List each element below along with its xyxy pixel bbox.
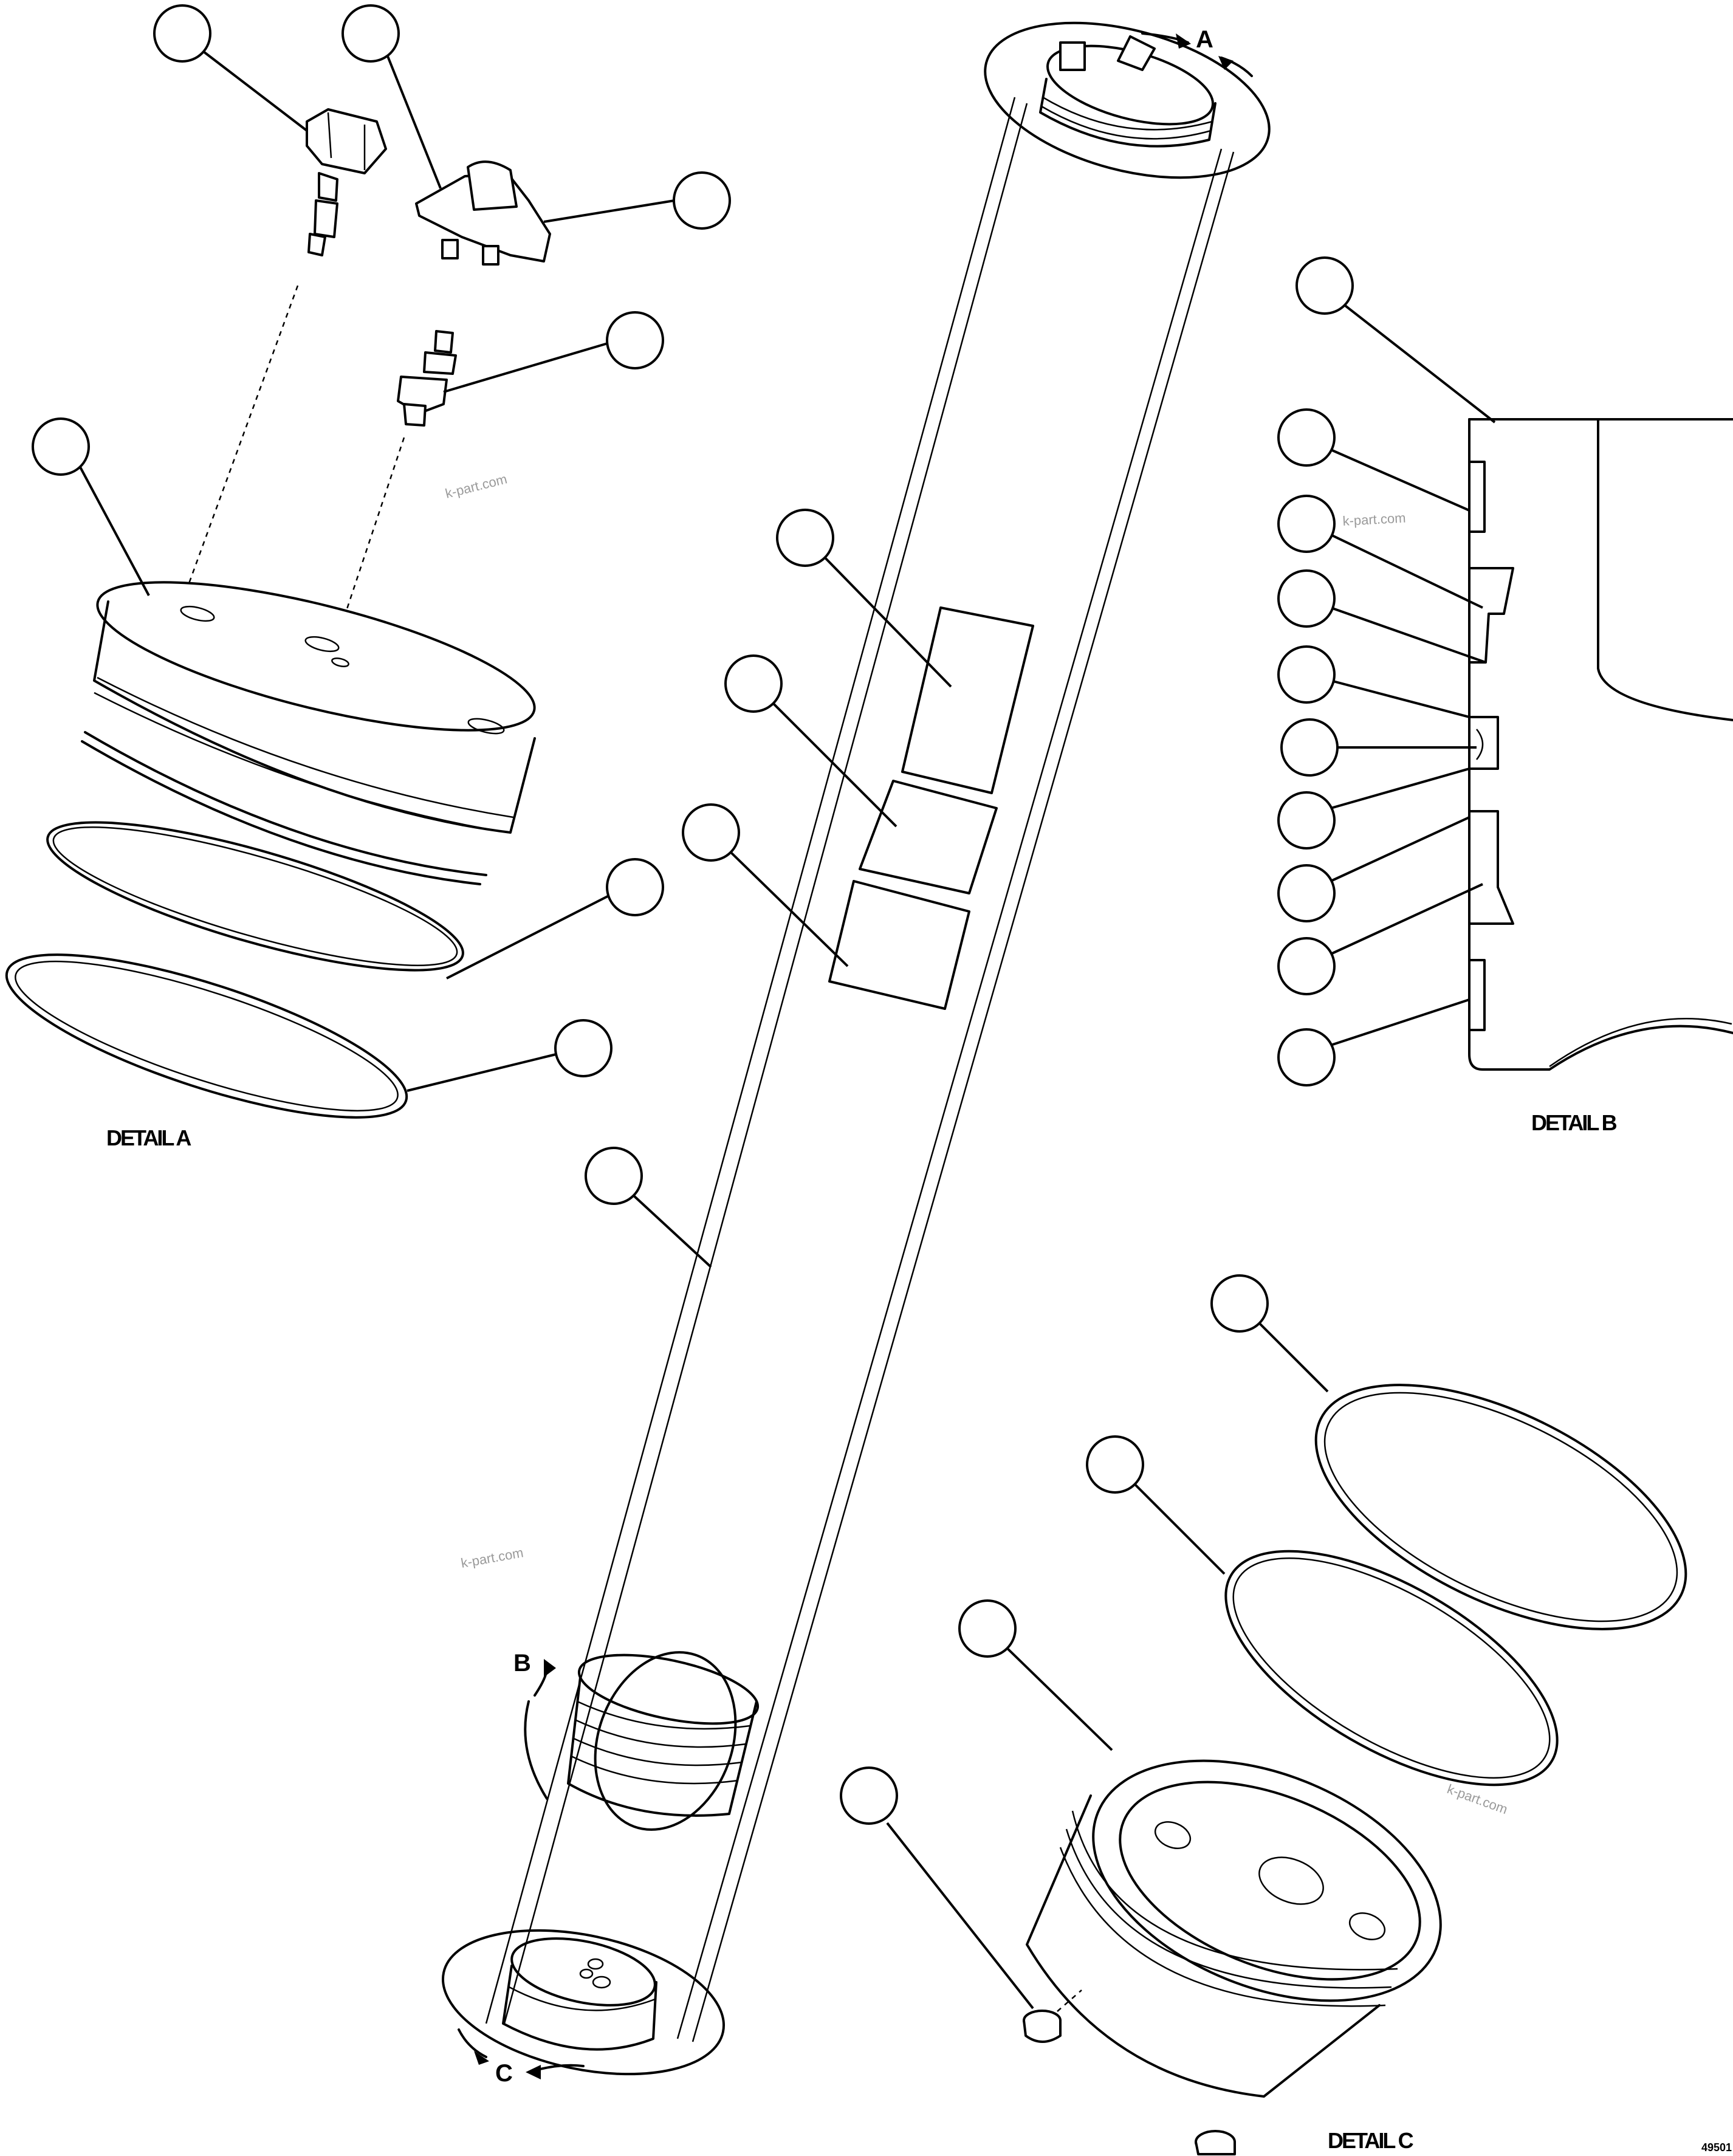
detail-a-fitting [306,108,387,256]
detail-c-label: DETAIL C [1328,2128,1414,2153]
callout-bubble [1277,791,1336,850]
tube-piston [567,1651,760,1831]
detail-c-seal-ring-large [1314,1384,1687,1630]
figure-code: 49501 [1701,2141,1732,2154]
tube-top-head [984,21,1271,179]
callout-bubble [341,4,400,63]
cylinder-tube [485,97,1235,2042]
callout-bubble [1086,1435,1144,1494]
callout-bubble [585,1147,643,1205]
detail-a-head [81,581,536,885]
detail-c-head [1026,1759,1442,2098]
detail-b-piston-section [1468,418,1733,1071]
view-marker-c: C [495,2060,513,2087]
callout-bubble [153,4,211,63]
watermark: k-part.com [444,471,509,501]
callout-bubble [958,1599,1017,1658]
view-arrow-b: B [513,1650,556,1800]
tube-decals [828,606,1034,1010]
callout-bubble [1277,569,1336,628]
detail-b-label: DETAIL B [1531,1110,1617,1135]
callout-bubble [840,1766,898,1825]
watermark: k-part.com [1445,1781,1509,1817]
callout-bubble [1277,1028,1336,1087]
callout-bubble [32,417,90,476]
callout-bubble [682,803,740,862]
callout-bubble [1210,1274,1269,1333]
callout-bubble [673,171,731,230]
callout-bubble [606,858,664,916]
view-arrow-c: C [458,2028,585,2087]
watermark: k-part.com [1342,510,1406,529]
callout-bubble [554,1019,613,1077]
detail-a-grease-fitting [397,330,457,427]
detail-a-seal-ring-small [46,821,464,972]
callout-bubble [606,311,664,369]
view-marker-b: B [513,1650,531,1677]
view-arrow-a: A [1141,26,1253,77]
watermark: k-part.com [460,1545,525,1571]
detail-a-bracket [415,160,551,266]
detail-c-seal-ring-small [1224,1550,1559,1787]
callout-bubble [724,654,783,713]
view-marker-a: A [1196,26,1213,53]
detail-c-plug-1 [1023,2010,1062,2043]
detail-c-plug-2 [1195,2130,1236,2155]
callout-bubble [1295,256,1354,315]
detail-a-seal-ring-large [5,953,408,1119]
callout-bubble [1280,718,1339,777]
leader-dash-fitting [181,285,299,602]
tube-bottom-head [442,1929,725,2076]
callout-bubble [1277,864,1336,922]
callout-bubble [1277,937,1336,995]
callout-bubble [1277,408,1336,467]
callout-bubble [1277,645,1336,704]
callout-group [32,4,1496,2010]
callout-bubble [1277,495,1336,553]
detail-a-label: DETAIL A [106,1125,191,1150]
callout-bubble [776,509,834,567]
